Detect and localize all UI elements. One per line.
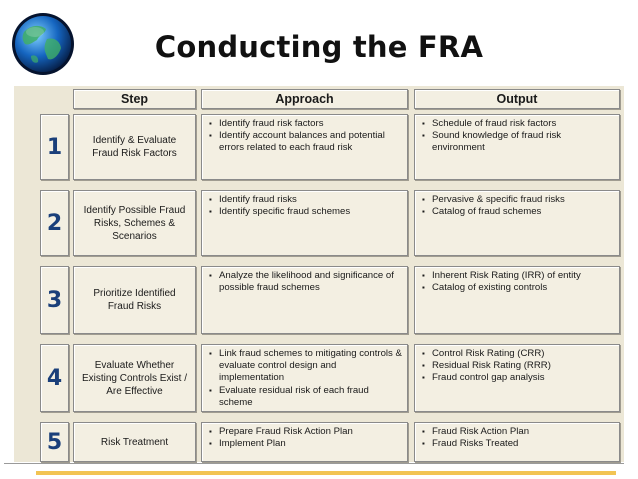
- approach-item: Implement Plan: [208, 438, 403, 450]
- output-cell: Control Risk Rating (CRR) Residual Risk …: [414, 344, 620, 412]
- output-item: Catalog of fraud schemes: [421, 206, 615, 218]
- output-item: Catalog of existing controls: [421, 282, 615, 294]
- bottom-divider: [4, 463, 624, 464]
- output-cell: Fraud Risk Action Plan Fraud Risks Treat…: [414, 422, 620, 462]
- output-item: Fraud control gap analysis: [421, 372, 615, 384]
- approach-item: Link fraud schemes to mitigating control…: [208, 348, 403, 385]
- step-label: Evaluate Whether Existing Controls Exist…: [81, 359, 188, 397]
- output-item: Residual Risk Rating (RRR): [421, 360, 615, 372]
- approach-cell: Identify fraud risk factors Identify acc…: [201, 114, 408, 180]
- approach-item: Identify fraud risks: [208, 194, 403, 206]
- output-item: Control Risk Rating (CRR): [421, 348, 615, 360]
- slide-title: Conducting the FRA: [154, 30, 484, 64]
- approach-item: Evaluate residual risk of each fraud sch…: [208, 385, 403, 409]
- output-item: Fraud Risks Treated: [421, 438, 615, 450]
- step-cell: Evaluate Whether Existing Controls Exist…: [73, 344, 196, 412]
- approach-item: Identify fraud risk factors: [208, 118, 403, 130]
- step-number: 4: [40, 344, 69, 412]
- globe-icon: [12, 13, 74, 75]
- footer-accent-bar: [36, 471, 616, 475]
- output-item: Inherent Risk Rating (IRR) of entity: [421, 270, 615, 282]
- header-output: Output: [414, 89, 620, 109]
- output-cell: Schedule of fraud risk factors Sound kno…: [414, 114, 620, 180]
- approach-cell: Identify fraud risks Identify specific f…: [201, 190, 408, 256]
- step-number: 3: [40, 266, 69, 334]
- approach-item: Identify account balances and potential …: [208, 130, 403, 154]
- step-cell: Identify Possible Fraud Risks, Schemes &…: [73, 190, 196, 256]
- output-item: Pervasive & specific fraud risks: [421, 194, 615, 206]
- step-number: 5: [40, 422, 69, 462]
- step-label: Risk Treatment: [100, 436, 169, 448]
- approach-cell: Prepare Fraud Risk Action Plan Implement…: [201, 422, 408, 462]
- step-label: Identify Possible Fraud Risks, Schemes &…: [83, 204, 186, 242]
- approach-item: Identify specific fraud schemes: [208, 206, 403, 218]
- output-item: Schedule of fraud risk factors: [421, 118, 615, 130]
- approach-item: Analyze the likelihood and significance …: [208, 270, 403, 294]
- step-label: Identify & Evaluate Fraud Risk Factors: [92, 135, 177, 159]
- approach-item: Prepare Fraud Risk Action Plan: [208, 426, 403, 438]
- step-cell: Risk Treatment: [73, 422, 196, 462]
- header-approach: Approach: [201, 89, 408, 109]
- output-item: Sound knowledge of fraud risk environmen…: [421, 130, 615, 154]
- step-number: 2: [40, 190, 69, 256]
- output-cell: Pervasive & specific fraud risks Catalog…: [414, 190, 620, 256]
- step-cell: Identify & Evaluate Fraud Risk Factors: [73, 114, 196, 180]
- approach-cell: Analyze the likelihood and significance …: [201, 266, 408, 334]
- step-label: Prioritize Identified Fraud Risks: [93, 288, 176, 312]
- output-cell: Inherent Risk Rating (IRR) of entity Cat…: [414, 266, 620, 334]
- step-cell: Prioritize Identified Fraud Risks: [73, 266, 196, 334]
- step-number: 1: [40, 114, 69, 180]
- approach-cell: Link fraud schemes to mitigating control…: [201, 344, 408, 412]
- header-step: Step: [73, 89, 196, 109]
- output-item: Fraud Risk Action Plan: [421, 426, 615, 438]
